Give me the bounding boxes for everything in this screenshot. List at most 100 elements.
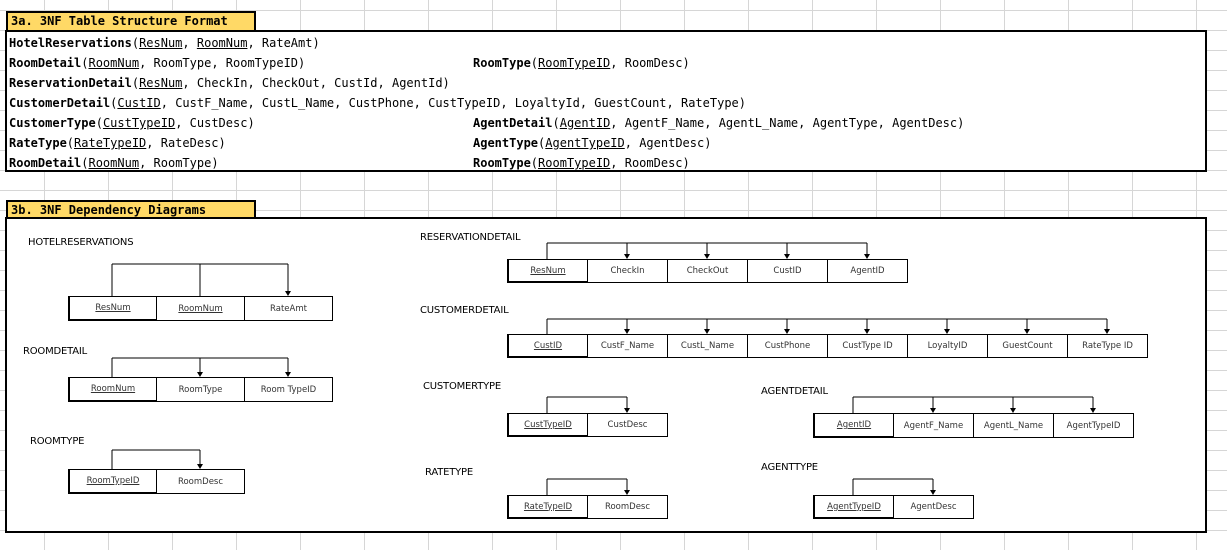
primary-key-attribute: RateTypeID — [74, 136, 147, 150]
attribute: AgentF_Name — [624, 116, 705, 130]
primary-key-attribute: RoomNum — [196, 36, 248, 50]
diagram-cell-customerdetail: CustPhone — [747, 334, 828, 358]
diagram-title-roomdetail: ROOMDETAIL — [23, 346, 88, 357]
attribute: LoyaltyId — [514, 96, 580, 110]
arrow-head — [864, 329, 870, 334]
diagram-title-roomtype: ROOMTYPE — [30, 436, 85, 447]
arrow-head — [864, 254, 870, 259]
attribute: RoomDesc — [624, 56, 683, 70]
diagram-cell-roomdetail-primary-key: RoomNum — [68, 377, 157, 402]
arrow-head — [285, 291, 291, 296]
arrow-head — [704, 254, 710, 259]
primary-key-attribute: ResNum — [139, 76, 183, 90]
diagram-title-agentdetail: AGENTDETAIL — [761, 386, 828, 397]
diagram-cell-roomtype: RoomDesc — [156, 469, 245, 494]
attribute: GuestCount — [594, 96, 667, 110]
attribute: CustTypeID — [428, 96, 501, 110]
table-structure-line: AgentType(AgentTypeID, AgentDesc) — [473, 136, 712, 150]
attribute: CheckOut — [261, 76, 320, 90]
section-3a-title-text: 3a. 3NF Table Structure Format — [11, 14, 228, 28]
table-structure-line: RoomDetail(RoomNum, RoomType) — [9, 156, 219, 170]
diagram-title-customertype: CUSTOMERTYPE — [423, 381, 501, 392]
table-structure-line: ReservationDetail(ResNum, CheckIn, Check… — [9, 76, 450, 90]
diagram-cell-agenttype: AgentDesc — [893, 495, 974, 519]
diagram-cell-customerdetail-primary-key: CustID — [507, 334, 588, 358]
table-name: HotelReservations — [9, 36, 132, 50]
primary-key-attribute: RoomNum — [88, 156, 140, 170]
table-structure-line: RoomType(RoomTypeID, RoomDesc) — [473, 56, 690, 70]
diagram-cell-customerdetail: CustF_Name — [587, 334, 668, 358]
primary-key-attribute: RoomNum — [88, 56, 140, 70]
attribute: RoomDesc — [624, 156, 683, 170]
diagram-cell-agentdetail: AgentL_Name — [973, 413, 1054, 438]
diagram-cell-reservationdetail: CheckOut — [667, 259, 748, 283]
arrow-head — [1010, 408, 1016, 413]
diagram-cell-hotelreservations: RateAmt — [244, 296, 333, 321]
arrow-head — [197, 464, 203, 469]
primary-key-attribute: AgentID — [559, 116, 611, 130]
table-name: RoomType — [473, 56, 531, 70]
arrow-head — [1104, 329, 1110, 334]
table-structure-panel — [5, 30, 1207, 172]
section-3a-title: 3a. 3NF Table Structure Format — [6, 11, 256, 30]
attribute: AgentType — [812, 116, 878, 130]
attribute: RoomTypeID — [225, 56, 299, 70]
attribute: CustPhone — [348, 96, 414, 110]
diagram-cell-roomtype-primary-key: RoomTypeID — [68, 469, 157, 494]
table-name: CustomerDetail — [9, 96, 111, 110]
arrow-head — [944, 329, 950, 334]
diagram-cell-ratetype: RoomDesc — [587, 495, 668, 519]
attribute: RateAmt — [261, 36, 313, 50]
attribute: CheckIn — [196, 76, 248, 90]
attribute: CustF_Name — [175, 96, 248, 110]
diagram-cell-agentdetail: AgentTypeID — [1053, 413, 1134, 438]
diagram-title-agenttype: AGENTTYPE — [761, 462, 818, 473]
primary-key-attribute: AgentTypeID — [545, 136, 625, 150]
diagram-cell-reservationdetail: CustID — [747, 259, 828, 283]
table-name: AgentType — [473, 136, 539, 150]
attribute: CustDesc — [189, 116, 248, 130]
diagram-cell-roomdetail: RoomType — [156, 377, 245, 402]
arrow-head — [285, 372, 291, 377]
arrow-head — [784, 254, 790, 259]
diagram-cell-customerdetail: LoyaltyID — [907, 334, 988, 358]
table-name: RoomDetail — [9, 56, 82, 70]
diagram-cell-customerdetail: RateType ID — [1067, 334, 1148, 358]
diagram-title-customerdetail: CUSTOMERDETAIL — [420, 305, 509, 316]
diagram-cell-customertype: CustDesc — [587, 413, 668, 437]
table-name: RateType — [9, 136, 67, 150]
table-structure-line: HotelReservations(ResNum, RoomNum, RateA… — [9, 36, 320, 50]
attribute: AgentDesc — [892, 116, 958, 130]
table-name: ReservationDetail — [9, 76, 132, 90]
attribute: RateDesc — [160, 136, 219, 150]
diagram-cell-hotelreservations-primary-key: RoomNum — [156, 296, 245, 321]
attribute: CustL_Name — [261, 96, 335, 110]
table-name: RoomDetail — [9, 156, 82, 170]
primary-key-attribute: RoomTypeID — [538, 156, 611, 170]
table-structure-line: CustomerDetail(CustID, CustF_Name, CustL… — [9, 96, 747, 110]
section-3b-title: 3b. 3NF Dependency Diagrams — [6, 200, 256, 218]
section-3b-title-text: 3b. 3NF Dependency Diagrams — [11, 203, 207, 217]
table-name: AgentDetail — [473, 116, 553, 130]
arrow-head — [624, 490, 630, 495]
primary-key-attribute: RoomTypeID — [538, 56, 611, 70]
arrow-head — [930, 490, 936, 495]
table-structure-line: AgentDetail(AgentID, AgentF_Name, AgentL… — [473, 116, 965, 130]
attribute: CustId — [334, 76, 378, 90]
diagram-title-hotelreservations: HOTELRESERVATIONS — [28, 237, 134, 248]
table-structure-line: RoomDetail(RoomNum, RoomType, RoomTypeID… — [9, 56, 306, 70]
arrow-head — [1024, 329, 1030, 334]
diagram-cell-customerdetail: GuestCount — [987, 334, 1068, 358]
arrow-head — [1090, 408, 1096, 413]
arrow-head — [930, 408, 936, 413]
table-structure-line: RoomType(RoomTypeID, RoomDesc) — [473, 156, 690, 170]
diagram-title-reservationdetail: RESERVATIONDETAIL — [420, 232, 521, 243]
table-structure-line: CustomerType(CustTypeID, CustDesc) — [9, 116, 255, 130]
attribute: RoomType — [153, 56, 212, 70]
diagram-cell-agentdetail: AgentF_Name — [893, 413, 974, 438]
table-structure-line: RateType(RateTypeID, RateDesc) — [9, 136, 226, 150]
diagram-cell-roomdetail: Room TypeID — [244, 377, 333, 402]
diagram-title-ratetype: RATETYPE — [425, 467, 473, 478]
diagram-cell-reservationdetail-primary-key: ResNum — [507, 259, 588, 283]
